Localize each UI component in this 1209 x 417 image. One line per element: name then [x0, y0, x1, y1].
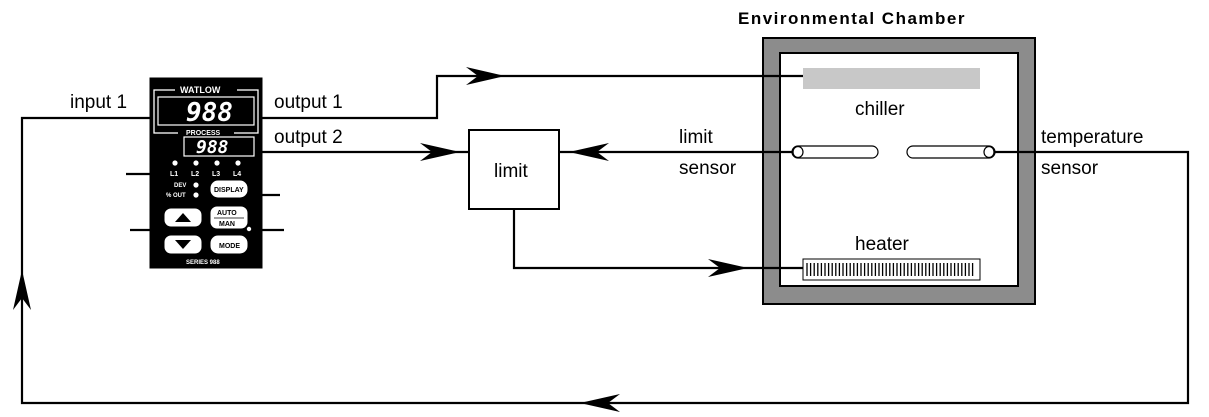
- led-l4-label: L4: [233, 171, 241, 178]
- display-button-label: DISPLAY: [214, 187, 244, 194]
- man-label: MAN: [219, 221, 235, 228]
- temp-sensor-label-line1: temperature: [1041, 127, 1143, 148]
- led-l2-indicator: [193, 160, 199, 166]
- limit-sensor-arrow: [569, 143, 609, 161]
- heater-label: heater: [855, 234, 910, 255]
- controller-top-readout: 988: [186, 98, 233, 128]
- limit-to-heater-wire: [512, 209, 803, 270]
- controller-top-display: [157, 96, 255, 126]
- output2-arrow: [420, 143, 460, 161]
- chiller-element: [803, 68, 980, 89]
- down-button[interactable]: [163, 234, 203, 255]
- controller-bottom-display: [183, 136, 255, 157]
- limit-box: limit: [468, 129, 560, 210]
- led-l2-label: L2: [191, 171, 199, 178]
- dev-indicator: [193, 182, 199, 188]
- temp-sensor-label-line2: sensor: [1041, 158, 1099, 179]
- led-l1-indicator: [172, 160, 178, 166]
- controller-series-label: SERIES 988: [186, 260, 220, 266]
- feedback-left-arrow: [13, 270, 31, 310]
- chamber-title: Environmental Chamber: [738, 9, 966, 28]
- auto-man-button[interactable]: AUTO MAN: [209, 205, 249, 230]
- heater-element: [802, 258, 981, 281]
- input1-label: input 1: [70, 92, 127, 113]
- down-arrow-icon: [175, 240, 191, 249]
- auto-label: AUTO: [217, 210, 237, 217]
- output1-wire: [262, 74, 803, 120]
- output1-arrow: [466, 67, 505, 85]
- chiller-label: chiller: [855, 99, 905, 120]
- auto-man-indicator: [246, 226, 252, 232]
- output2-label: output 2: [274, 127, 343, 148]
- led-l1-label: L1: [170, 171, 178, 178]
- up-arrow-icon: [175, 213, 191, 222]
- temperature-sensor-probe: [906, 145, 996, 159]
- heater-arrow: [708, 259, 748, 277]
- limit-sensor-label-line1: limit: [679, 127, 713, 148]
- controller-process-label: PROCESS: [186, 130, 221, 137]
- mode-button[interactable]: MODE: [209, 234, 249, 255]
- limit-box-label: limit: [494, 161, 528, 182]
- controller-led-row: L1 L2 L3 L4: [170, 160, 241, 178]
- controller-brand: WATLOW: [180, 85, 221, 95]
- up-button[interactable]: [163, 207, 203, 228]
- mode-button-label: MODE: [219, 243, 240, 250]
- pct-out-indicator: [193, 192, 199, 198]
- led-l3-indicator: [214, 160, 220, 166]
- pct-out-label: % OUT: [166, 193, 186, 199]
- dev-label: DEV: [174, 183, 186, 189]
- controller-bottom-readout: 988: [196, 137, 229, 158]
- display-button[interactable]: DISPLAY: [209, 179, 249, 199]
- limit-sensor-label-line2: sensor: [679, 158, 737, 179]
- led-l4-indicator: [235, 160, 241, 166]
- watlow-controller: WATLOW 988 PROCESS 988 L1 L2 L3 L4 DEV %…: [149, 77, 263, 269]
- feedback-bottom-arrow: [580, 394, 620, 412]
- output1-label: output 1: [274, 92, 343, 113]
- led-l3-label: L3: [212, 171, 220, 178]
- limit-sensor-probe: [791, 145, 879, 159]
